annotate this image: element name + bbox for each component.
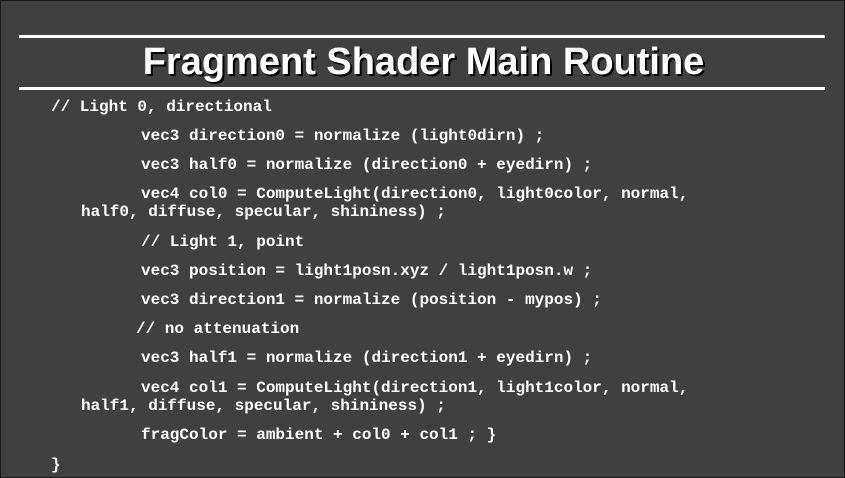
- code-line-continuation: half0, diffuse, specular, shininess) ;: [81, 203, 446, 221]
- code-line: // Light 1, point: [141, 233, 305, 251]
- code-line: }: [51, 456, 61, 474]
- code-line: vec3 half0 = normalize (direction0 + eye…: [141, 156, 593, 174]
- slide-title: Fragment Shader Main Routine: [142, 41, 705, 83]
- code-line: vec4 col0 = ComputeLight(direction0, lig…: [141, 185, 689, 203]
- code-line: // Light 0, directional: [51, 98, 272, 116]
- code-line: vec3 half1 = normalize (direction1 + eye…: [141, 349, 593, 367]
- code-line: vec4 col1 = ComputeLight(direction1, lig…: [141, 379, 689, 397]
- title-rule-top: [19, 35, 825, 38]
- code-line: vec3 direction0 = normalize (light0dirn)…: [141, 127, 545, 145]
- code-line: vec3 position = light1posn.xyz / light1p…: [141, 262, 593, 280]
- code-line: vec3 direction1 = normalize (position - …: [141, 291, 602, 309]
- code-line: // no attenuation: [136, 320, 300, 338]
- title-rule-bottom: [19, 87, 825, 90]
- code-line: fragColor = ambient + col0 + col1 ; }: [141, 426, 497, 444]
- code-line-continuation: half1, diffuse, specular, shininess) ;: [81, 397, 446, 415]
